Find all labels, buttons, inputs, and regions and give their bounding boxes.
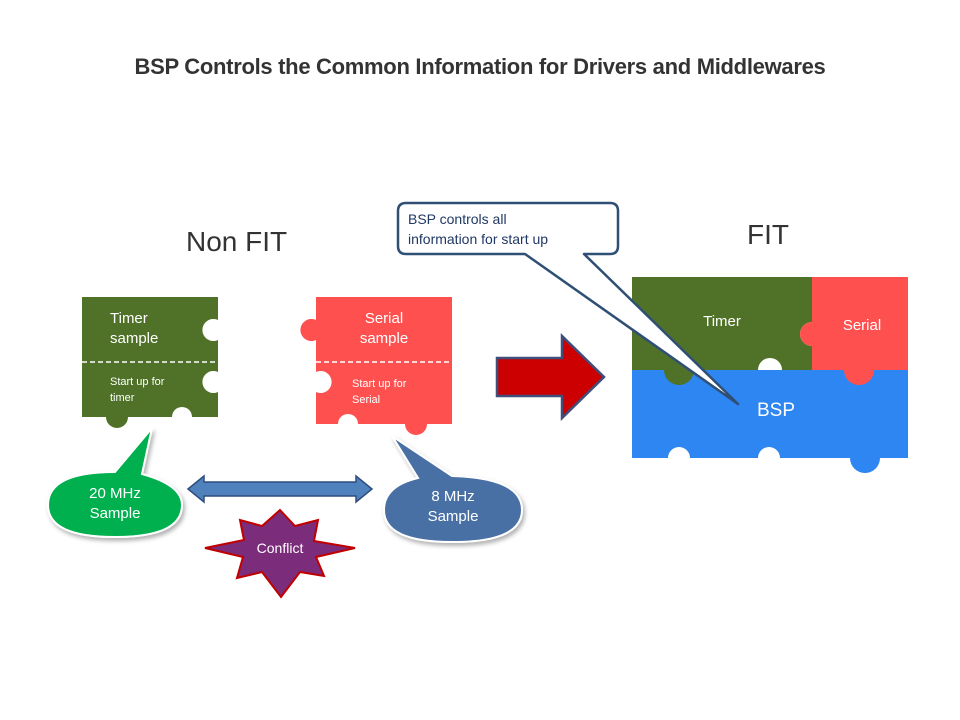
timer-bubble-shape	[46, 427, 184, 539]
conflict-star	[204, 508, 356, 599]
timer-piece-sub-1: Start up for	[110, 376, 165, 388]
conflict-double-arrow	[186, 474, 374, 504]
timer-bubble-line-1: 20 MHz	[89, 485, 141, 502]
serial-bubble-line-1: 8 MHz	[431, 488, 474, 505]
callout-shape	[396, 201, 740, 406]
timer-piece-title-1: Timer	[110, 310, 148, 327]
fit-puzzle: Timer Serial BSP	[632, 277, 908, 473]
slide-title: BSP Controls the Common Information for …	[134, 54, 826, 79]
callout-line-2: information for start up	[408, 231, 548, 247]
serial-piece-title-1: Serial	[365, 310, 403, 327]
timer-bubble-line-2: Sample	[90, 505, 141, 522]
transition-arrow-icon	[495, 333, 606, 421]
serial-sample-piece: Serial sample Start up for Serial	[300, 297, 452, 435]
serial-bubble-line-2: Sample	[428, 508, 479, 525]
serial-piece-title-2: sample	[360, 330, 408, 347]
fit-serial-piece	[800, 277, 908, 385]
non-fit-label: Non FIT	[186, 226, 288, 257]
bsp-callout: BSP controls all information for start u…	[396, 201, 740, 406]
fit-timer-label: Timer	[703, 313, 741, 330]
fit-serial-label: Serial	[843, 317, 881, 334]
timer-frequency-bubble	[46, 427, 184, 539]
serial-frequency-bubble	[382, 435, 524, 544]
serial-bubble-shape	[382, 435, 524, 544]
serial-piece-shape	[300, 297, 452, 435]
fit-bsp-piece	[632, 370, 908, 473]
serial-piece-sub-2: Serial	[352, 394, 380, 406]
conflict-label: Conflict	[257, 540, 304, 556]
timer-sample-piece: Timer sample Start up for timer	[82, 297, 218, 428]
fit-label: FIT	[747, 219, 789, 250]
callout-line-1: BSP controls all	[408, 211, 507, 227]
fit-bsp-label: BSP	[757, 400, 795, 421]
timer-piece-title-2: sample	[110, 330, 158, 347]
serial-piece-sub-1: Start up for	[352, 378, 407, 390]
timer-piece-sub-2: timer	[110, 392, 135, 404]
